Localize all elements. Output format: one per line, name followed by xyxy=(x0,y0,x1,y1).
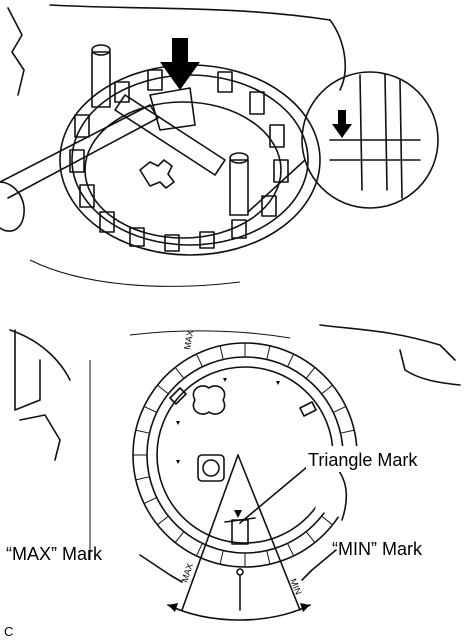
clip-right xyxy=(299,401,317,417)
pump-center-emblem xyxy=(139,159,175,189)
bg-contour-right xyxy=(319,324,456,361)
ring-segment-tick xyxy=(266,345,271,360)
ring-segment-tick xyxy=(287,353,295,367)
ring-segment-tick xyxy=(195,543,203,557)
range-arc xyxy=(167,604,311,621)
pump-fitting-center xyxy=(197,454,225,482)
tool-center-block xyxy=(149,87,196,131)
ring-tooth xyxy=(231,219,247,239)
ring-segment-tick xyxy=(174,367,185,379)
ring-segment-tick xyxy=(219,345,224,360)
extension-bar xyxy=(0,104,159,199)
ring-segment-tick xyxy=(333,405,347,413)
bg-contour-left xyxy=(14,329,41,411)
mount-inner-ellipse xyxy=(71,74,309,246)
clip-left xyxy=(169,387,187,405)
top-illustration xyxy=(0,4,439,287)
ring-segment-tick xyxy=(219,550,224,565)
ring-max-text: MAX xyxy=(182,329,195,350)
detail-leader xyxy=(247,159,306,213)
bg-contour-right-2 xyxy=(399,349,461,386)
ring-segment-tick xyxy=(321,384,333,395)
detail-circle xyxy=(301,71,439,209)
ring-tooth xyxy=(99,211,115,233)
pump-top-face xyxy=(84,101,282,239)
triangle-marker xyxy=(223,378,227,382)
triangle-mark-label: Triangle Mark xyxy=(308,450,418,470)
range-arrow-left-icon xyxy=(168,603,178,612)
post-left-cap xyxy=(91,44,111,56)
ring-tooth xyxy=(217,71,233,93)
ring-segment-tick xyxy=(340,429,355,434)
max-mark-leader xyxy=(139,554,183,583)
ring-segment-tick xyxy=(305,367,316,379)
body-contour-top xyxy=(49,4,331,21)
figure-code: C xyxy=(4,624,13,639)
post-right-cap xyxy=(229,152,249,164)
bg-contour-top xyxy=(129,330,291,339)
ring-tooth xyxy=(269,124,285,148)
ring-tooth xyxy=(164,234,180,252)
ring-tooth xyxy=(114,81,130,103)
ratchet-head xyxy=(0,181,25,232)
max-guide-line xyxy=(181,454,239,611)
bg-contour-left-3 xyxy=(9,329,71,381)
ring-tooth xyxy=(129,227,145,247)
bg-contour-left-2 xyxy=(19,414,61,461)
detail-rails xyxy=(329,139,421,161)
triangle-marker xyxy=(176,460,180,464)
ring-tooth xyxy=(199,231,215,249)
ring-tooth xyxy=(79,184,95,208)
ring-segment-tick xyxy=(157,384,169,395)
ring-segment-tick xyxy=(143,405,157,413)
ring-tooth xyxy=(74,114,90,138)
triangle-mark-label-bg xyxy=(306,446,466,472)
range-arrow-right-icon xyxy=(300,603,310,612)
triangle-mark-icon xyxy=(234,510,242,518)
min-mark-label: “MIN” Mark xyxy=(332,539,423,559)
post-left xyxy=(91,51,111,108)
ring-lower-tab-lip xyxy=(224,517,256,523)
min-guide-line xyxy=(237,454,301,611)
ring-segment-tick xyxy=(174,531,185,543)
ring-tooth xyxy=(69,149,85,173)
ring-segment-tick xyxy=(143,497,157,505)
down-arrow-icon xyxy=(160,38,200,90)
post-right xyxy=(229,159,249,216)
ring-segment-tick xyxy=(135,476,150,481)
tool-crossbar xyxy=(114,94,226,176)
down-arrow-icon xyxy=(332,110,352,138)
ring-segment-tick xyxy=(157,515,169,526)
triangle-marker xyxy=(176,421,180,425)
ring-segment-tick xyxy=(305,531,316,543)
min-mark-leader xyxy=(301,549,337,581)
ring-segment-tick xyxy=(195,353,203,367)
detail-ring-teeth xyxy=(359,74,403,199)
body-contour-right xyxy=(329,19,346,91)
triangle-mark-leader xyxy=(239,461,314,524)
ring-segment-tick xyxy=(321,515,333,526)
pump-fitting-top xyxy=(192,385,226,415)
ring-teeth xyxy=(69,69,289,252)
body-contour-bottom xyxy=(29,259,241,287)
ring-tooth xyxy=(249,91,265,115)
body-contour-left xyxy=(7,7,25,96)
ring-segment-tick xyxy=(135,429,150,434)
center-mark-dot xyxy=(236,568,244,576)
triangle-marker xyxy=(276,381,280,385)
ring-segment-tick xyxy=(266,550,271,565)
ring-tooth xyxy=(261,195,277,217)
bottom-illustration: MAX MAX MIN Triangle Mark “MAX” Mark “MI… xyxy=(4,324,466,639)
max-mark-label: “MAX” Mark xyxy=(6,544,103,564)
ring-tooth xyxy=(147,69,163,91)
pump-fitting-center-hole xyxy=(202,459,220,477)
ring-segment-tick xyxy=(287,543,295,557)
